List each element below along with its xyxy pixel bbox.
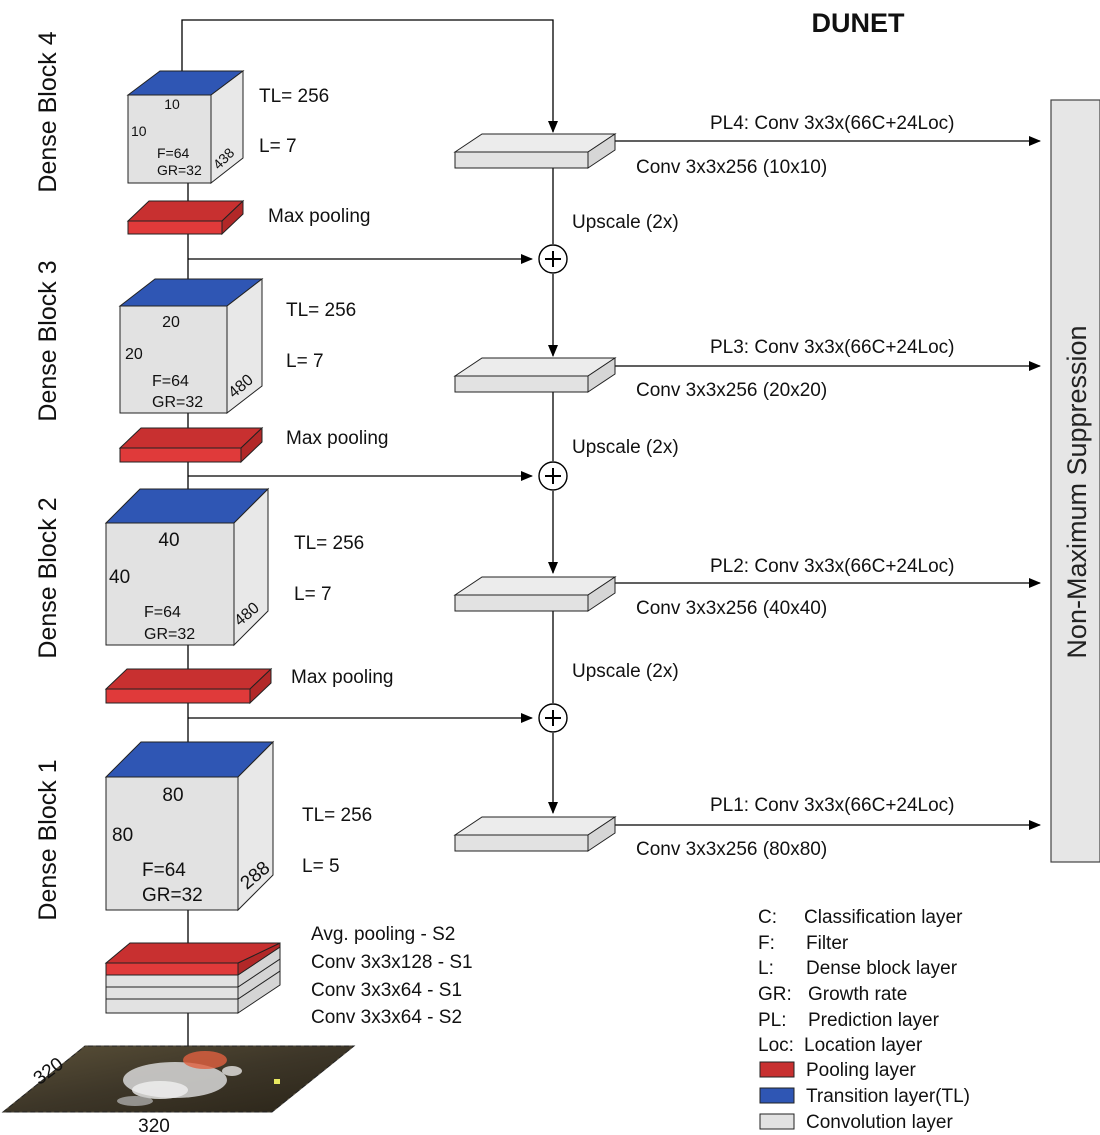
- dense-block-4-label: Dense Block 4: [34, 31, 62, 192]
- legend-swatch-pooling: [759, 1061, 795, 1078]
- nms-label: Non-Maximum Suppression: [1062, 325, 1092, 658]
- conv-layer-3: [453, 357, 617, 393]
- dense-block-3-label: Dense Block 3: [34, 260, 62, 421]
- legend-key-c: C:: [758, 907, 777, 928]
- block-3-top-dim: 20: [162, 314, 180, 331]
- block-2-filter: F=64: [144, 604, 181, 621]
- legend-desc-c: Classification layer: [804, 907, 963, 928]
- block-2-growth-rate: GR=32: [144, 626, 195, 643]
- max-pooling-4-label: Max pooling: [268, 206, 370, 227]
- max-pooling-2-label: Max pooling: [291, 667, 393, 688]
- dense-block-4-cube: 10 10 F=64 GR=32 438: [126, 70, 245, 185]
- max-pooling-3: [118, 426, 264, 464]
- pl1-label: PL1: Conv 3x3x(66C+24Loc): [710, 795, 955, 816]
- legend-swatch-convolution: [759, 1113, 795, 1130]
- adder-1: [538, 703, 568, 733]
- conv3-label: Conv 3x3x256 (20x20): [636, 380, 827, 401]
- dense-block-1-cube: 80 80 F=64 GR=32 288: [104, 740, 274, 912]
- block-3-growth-rate: GR=32: [152, 394, 203, 411]
- block-2-top-dim: 40: [158, 530, 179, 551]
- conv-layer-1: [453, 816, 617, 852]
- legend-key-gr: GR:: [758, 984, 792, 1005]
- legend-desc-pl: Prediction layer: [808, 1010, 940, 1031]
- dense-block-3-cube: 20 20 F=64 GR=32 480: [118, 277, 264, 415]
- legend-desc-f: Filter: [806, 933, 849, 954]
- block-1-filter: F=64: [142, 860, 186, 881]
- block-4-top-dim: 10: [164, 96, 180, 112]
- upscale-label-3: Upscale (2x): [572, 661, 679, 682]
- upscale-label-2: Upscale (2x): [572, 437, 679, 458]
- legend-desc-gr: Growth rate: [808, 984, 907, 1005]
- legend-key-f: F:: [758, 933, 775, 954]
- dense-block-1-label: Dense Block 1: [34, 759, 62, 920]
- dense-block-2-label: Dense Block 2: [34, 497, 62, 658]
- max-pooling-2: [104, 667, 273, 705]
- legend-label-pooling: Pooling layer: [806, 1060, 917, 1081]
- legend-key-loc: Loc:: [758, 1035, 794, 1056]
- block-1-top-dim: 80: [162, 785, 183, 806]
- block-2-layers: L= 7: [294, 584, 332, 605]
- adder-2: [538, 461, 568, 491]
- input-image: [1, 1045, 356, 1113]
- block-4-growth-rate: GR=32: [157, 162, 202, 178]
- block-1-growth-rate: GR=32: [142, 885, 203, 906]
- block-4-left-dim: 10: [131, 123, 147, 139]
- block-4-filter: F=64: [157, 145, 190, 161]
- stem-layer-3: Conv 3x3x64 - S1: [311, 980, 462, 1001]
- block-1-tl: TL= 256: [302, 805, 372, 826]
- diagram-title: DUNET: [812, 8, 906, 38]
- pl3-label: PL3: Conv 3x3x(66C+24Loc): [710, 337, 955, 358]
- flow-lines: [181, 19, 1041, 1052]
- block-3-tl: TL= 256: [286, 300, 356, 321]
- block-4-tl: TL= 256: [259, 86, 329, 107]
- dense-block-2-cube: 40 40 F=64 GR=32 480: [104, 487, 270, 647]
- legend-desc-l: Dense block layer: [806, 958, 958, 979]
- legend-label-convolution: Convolution layer: [806, 1112, 953, 1133]
- pl4-label: PL4: Conv 3x3x(66C+24Loc): [710, 113, 955, 134]
- nms-panel: Non-Maximum Suppression: [1050, 99, 1100, 863]
- block-4-layers: L= 7: [259, 136, 297, 157]
- legend-swatch-transition: [759, 1087, 795, 1104]
- adder-3: [538, 244, 568, 274]
- conv-layer-2: [453, 576, 617, 612]
- max-pooling-3-label: Max pooling: [286, 428, 388, 449]
- stem-stack: [104, 942, 281, 1014]
- upscale-label-1: Upscale (2x): [572, 212, 679, 233]
- stem-layer-4: Conv 3x3x64 - S2: [311, 1007, 462, 1028]
- legend-desc-loc: Location layer: [804, 1035, 923, 1056]
- max-pooling-4: [126, 199, 245, 236]
- input-dim-bottom: 320: [138, 1116, 170, 1135]
- conv1-label: Conv 3x3x256 (80x80): [636, 839, 827, 860]
- legend-label-transition: Transition layer(TL): [806, 1086, 970, 1107]
- conv4-label: Conv 3x3x256 (10x10): [636, 157, 827, 178]
- block-3-layers: L= 7: [286, 351, 324, 372]
- conv2-label: Conv 3x3x256 (40x40): [636, 598, 827, 619]
- pl2-label: PL2: Conv 3x3x(66C+24Loc): [710, 556, 955, 577]
- stem-layer-2: Conv 3x3x128 - S1: [311, 952, 473, 973]
- block-2-tl: TL= 256: [294, 533, 364, 554]
- block-2-left-dim: 40: [109, 567, 130, 588]
- legend-key-l: L:: [758, 958, 774, 979]
- legend: C: Classification layer F: Filter L: Den…: [758, 907, 970, 1133]
- stem-layer-1: Avg. pooling - S2: [311, 924, 455, 945]
- block-1-left-dim: 80: [112, 825, 133, 846]
- block-3-left-dim: 20: [125, 346, 143, 363]
- conv-layer-4: [453, 133, 617, 169]
- block-3-filter: F=64: [152, 373, 189, 390]
- block-1-layers: L= 5: [302, 856, 340, 877]
- legend-key-pl: PL:: [758, 1010, 787, 1031]
